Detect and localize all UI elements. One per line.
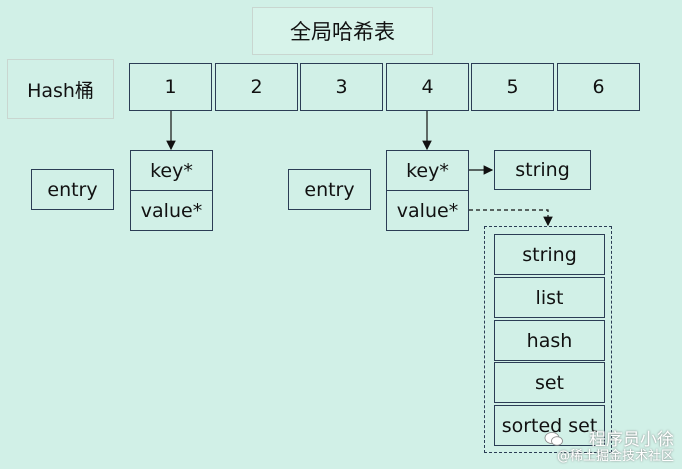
value-type-sorted-set: sorted set <box>494 405 605 446</box>
entry-label: entry <box>31 169 114 210</box>
wechat-icon <box>544 432 563 446</box>
bucket-5: 5 <box>471 63 554 111</box>
bucket-3: 3 <box>300 63 383 111</box>
hash-bucket-label: Hash桶 <box>7 59 114 119</box>
arrow-value-to-types <box>469 209 553 227</box>
entry-label: entry <box>288 169 371 210</box>
value-type-hash: hash <box>494 320 605 361</box>
value-types-group <box>484 226 612 453</box>
bucket-4: 4 <box>386 63 469 111</box>
key-target-string: string <box>494 150 591 190</box>
value-type-set: set <box>494 362 605 403</box>
value-type-list: list <box>494 277 605 318</box>
watermark: 程序员小徐 @稀土掘金技术社区 <box>556 429 674 465</box>
watermark-author: 程序员小徐 <box>589 429 674 450</box>
watermark-site: @稀土掘金技术社区 <box>556 449 674 465</box>
bucket-1: 1 <box>129 63 212 111</box>
entry-value: value* <box>386 190 469 231</box>
entry-value: value* <box>130 190 213 231</box>
value-type-string: string <box>494 234 605 275</box>
bucket-2: 2 <box>215 63 298 111</box>
diagram-title: 全局哈希表 <box>252 7 433 55</box>
bucket-6: 6 <box>557 63 640 111</box>
